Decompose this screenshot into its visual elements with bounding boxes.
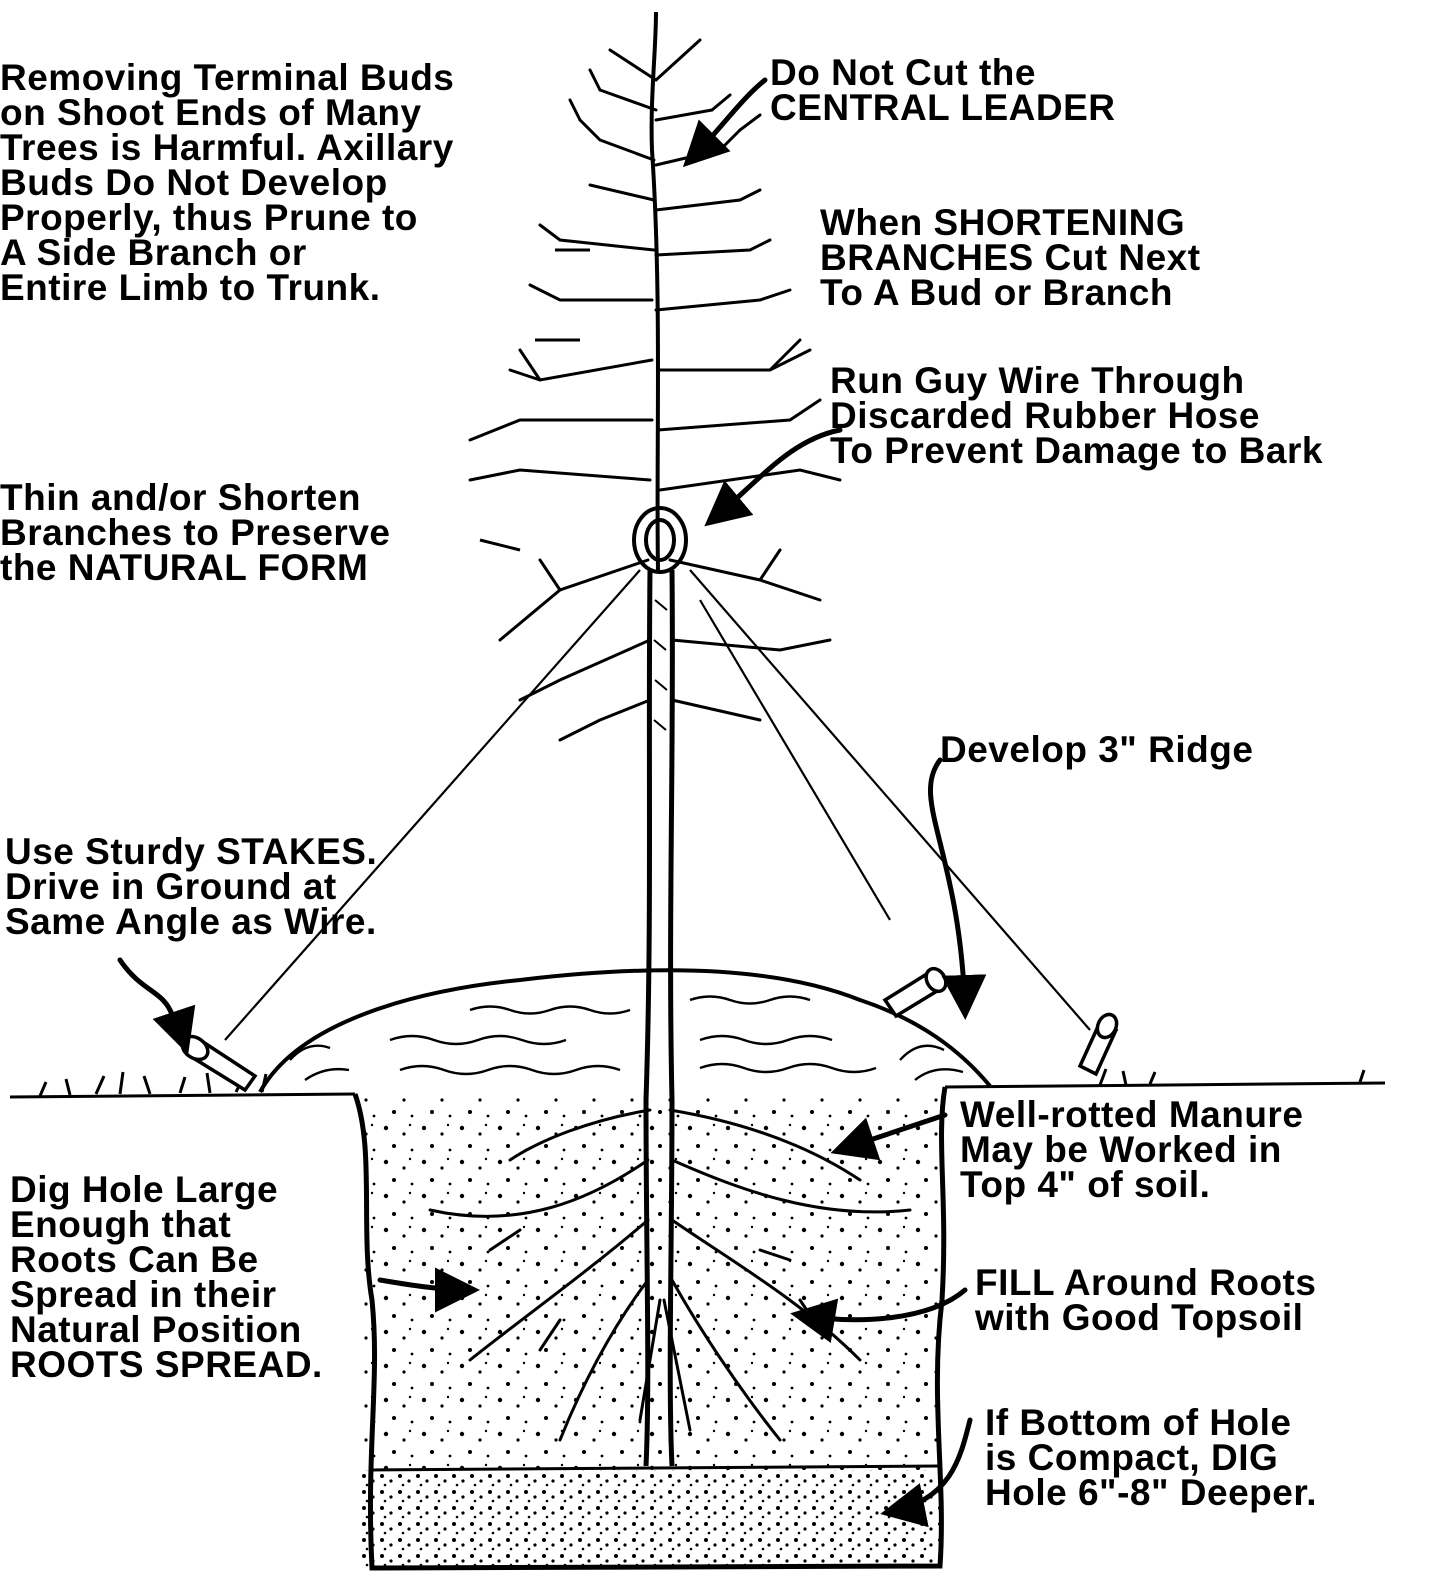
note-line: Hole 6"-8" Deeper. <box>985 1475 1317 1510</box>
note-line: Same Angle as Wire. <box>5 904 377 939</box>
note-line: the NATURAL FORM <box>0 550 390 585</box>
dig-hole-note: Dig Hole Large Enough that Roots Can Be … <box>10 1172 323 1382</box>
note-line: Discarded Rubber Hose <box>830 398 1323 433</box>
note-line: Enough that <box>10 1207 323 1242</box>
guy-wire-note: Run Guy Wire Through Discarded Rubber Ho… <box>830 363 1323 468</box>
note-line: Top 4" of soil. <box>960 1167 1303 1202</box>
ridge-note: Develop 3" Ridge <box>940 732 1253 767</box>
note-line: Well-rotted Manure <box>960 1097 1303 1132</box>
note-line: Spread in their <box>10 1277 323 1312</box>
note-line: Entire Limb to Trunk. <box>0 270 454 305</box>
note-line: Thin and/or Shorten <box>0 480 390 515</box>
note-line: When SHORTENING <box>820 205 1201 240</box>
note-line: Properly, thus Prune to <box>0 200 454 235</box>
note-line: Drive in Ground at <box>5 869 377 904</box>
note-line: Use Sturdy STAKES. <box>5 834 377 869</box>
note-line: Buds Do Not Develop <box>0 165 454 200</box>
label-leader-lines <box>480 250 590 550</box>
terminal-buds-note: Removing Terminal Buds on Shoot Ends of … <box>0 60 454 305</box>
note-line: on Shoot Ends of Many <box>0 95 454 130</box>
note-line: BRANCHES Cut Next <box>820 240 1201 275</box>
mulch-mound <box>260 970 990 1092</box>
note-line: FILL Around Roots <box>975 1265 1316 1300</box>
note-line: Trees is Harmful. Axillary <box>0 130 454 165</box>
note-line: Dig Hole Large <box>10 1172 323 1207</box>
shortening-branches-note: When SHORTENING BRANCHES Cut Next To A B… <box>820 205 1201 310</box>
note-line: Roots Can Be <box>10 1242 323 1277</box>
note-line: with Good Topsoil <box>975 1300 1316 1335</box>
note-line: Do Not Cut the <box>770 55 1116 90</box>
thin-branches-note: Thin and/or Shorten Branches to Preserve… <box>0 480 390 585</box>
fill-roots-note: FILL Around Roots with Good Topsoil <box>975 1265 1316 1335</box>
note-line: CENTRAL LEADER <box>770 90 1116 125</box>
manure-note: Well-rotted Manure May be Worked in Top … <box>960 1097 1303 1202</box>
stakes-note: Use Sturdy STAKES. Drive in Ground at Sa… <box>5 834 377 939</box>
bottom-hole-note: If Bottom of Hole is Compact, DIG Hole 6… <box>985 1405 1317 1510</box>
note-line: To A Bud or Branch <box>820 275 1201 310</box>
note-line: Natural Position <box>10 1312 323 1347</box>
note-line: To Prevent Damage to Bark <box>830 433 1323 468</box>
note-line: Run Guy Wire Through <box>830 363 1323 398</box>
central-leader-note: Do Not Cut the CENTRAL LEADER <box>770 55 1116 125</box>
note-line: is Compact, DIG <box>985 1440 1317 1475</box>
note-line: Branches to Preserve <box>0 515 390 550</box>
note-line: ROOTS SPREAD. <box>10 1347 323 1382</box>
tree-branches <box>470 40 840 740</box>
note-line: Develop 3" Ridge <box>940 732 1253 767</box>
note-line: A Side Branch or <box>0 235 454 270</box>
note-line: May be Worked in <box>960 1132 1303 1167</box>
note-line: Removing Terminal Buds <box>0 60 454 95</box>
note-line: If Bottom of Hole <box>985 1405 1317 1440</box>
